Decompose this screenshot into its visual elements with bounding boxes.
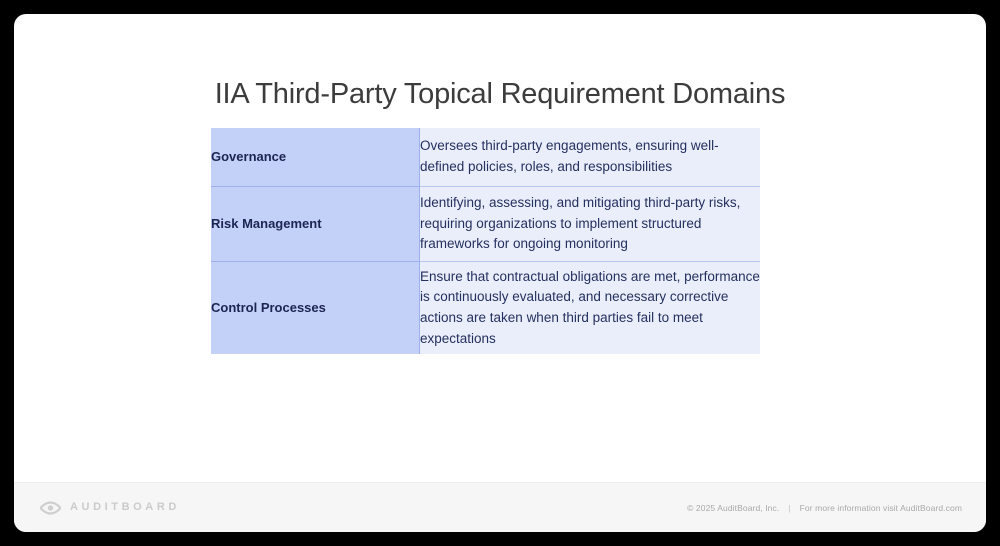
domain-label-risk-management: Risk Management bbox=[211, 186, 420, 262]
slide-card: IIA Third-Party Topical Requirement Doma… bbox=[14, 14, 986, 532]
page-title: IIA Third-Party Topical Requirement Doma… bbox=[214, 78, 786, 111]
footer-legal-text: © 2025 AuditBoard, Inc. | For more infor… bbox=[687, 483, 962, 532]
domain-label-governance: Governance bbox=[211, 128, 420, 187]
footer-separator: | bbox=[788, 502, 791, 513]
table-row: Risk Management Identifying, assessing, … bbox=[211, 186, 760, 262]
auditboard-wordmark: AUDITBOARD bbox=[70, 501, 180, 513]
domain-label-control-processes: Control Processes bbox=[211, 261, 420, 354]
domain-description-control-processes: Ensure that contractual obligations are … bbox=[419, 261, 760, 354]
auditboard-logo: AUDITBOARD bbox=[40, 483, 180, 532]
slide-footer: AUDITBOARD © 2025 AuditBoard, Inc. | For… bbox=[14, 482, 986, 532]
table-row: Governance Oversees third-party engageme… bbox=[211, 128, 760, 187]
auditboard-eye-logo-icon bbox=[40, 500, 61, 515]
copyright-text: © 2025 AuditBoard, Inc. bbox=[687, 502, 780, 513]
domain-description-risk-management: Identifying, assessing, and mitigating t… bbox=[419, 186, 760, 262]
domain-description-governance: Oversees third-party engagements, ensuri… bbox=[419, 128, 760, 187]
domain-table: Governance Oversees third-party engageme… bbox=[211, 128, 760, 354]
table-row: Control Processes Ensure that contractua… bbox=[211, 261, 760, 354]
footer-info-text: For more information visit AuditBoard.co… bbox=[799, 502, 962, 513]
